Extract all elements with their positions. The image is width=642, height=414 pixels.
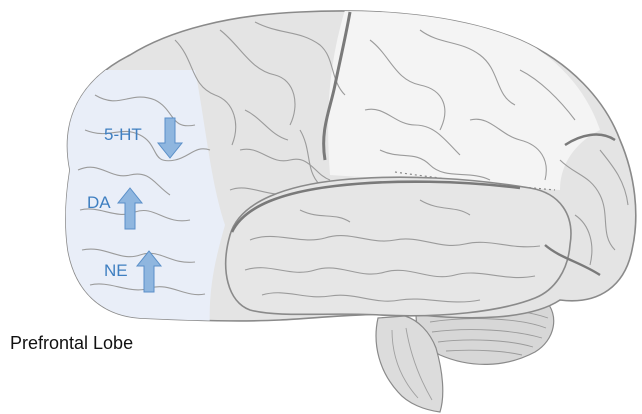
temporal-lobe [226, 177, 571, 316]
nt-label-5ht: 5-HT [104, 126, 142, 143]
nt-label-ne: NE [104, 262, 128, 279]
parietal-region [328, 10, 600, 190]
nt-label-da: DA [87, 194, 111, 211]
lobe-caption: Prefrontal Lobe [10, 333, 133, 354]
